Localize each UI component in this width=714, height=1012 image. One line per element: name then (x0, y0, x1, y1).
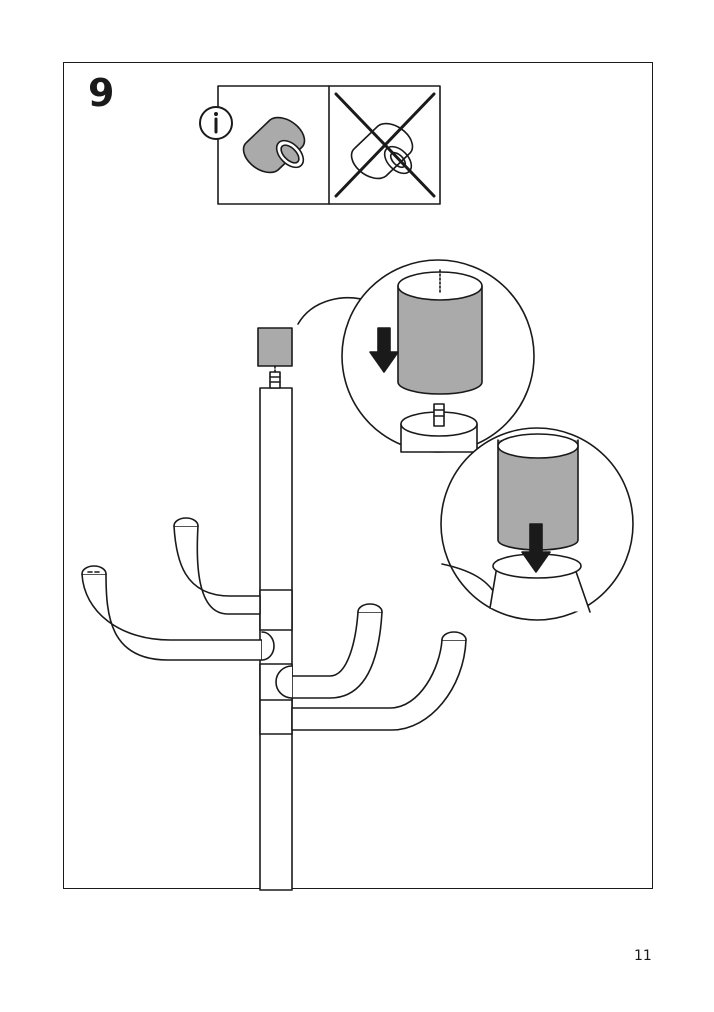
coat-hooks (81, 517, 467, 731)
detail-callout-top (297, 259, 535, 453)
info-box (199, 85, 441, 205)
end-cap-icon (242, 116, 306, 174)
cross-icon (334, 92, 436, 198)
pole-top-cap (257, 327, 293, 389)
instruction-frame (63, 62, 653, 889)
coat-stand-pole (259, 387, 293, 891)
detail-callout-bottom (440, 427, 634, 621)
page-number: 11 (634, 948, 652, 964)
info-icon (199, 106, 233, 140)
step-number: 9 (88, 71, 115, 115)
